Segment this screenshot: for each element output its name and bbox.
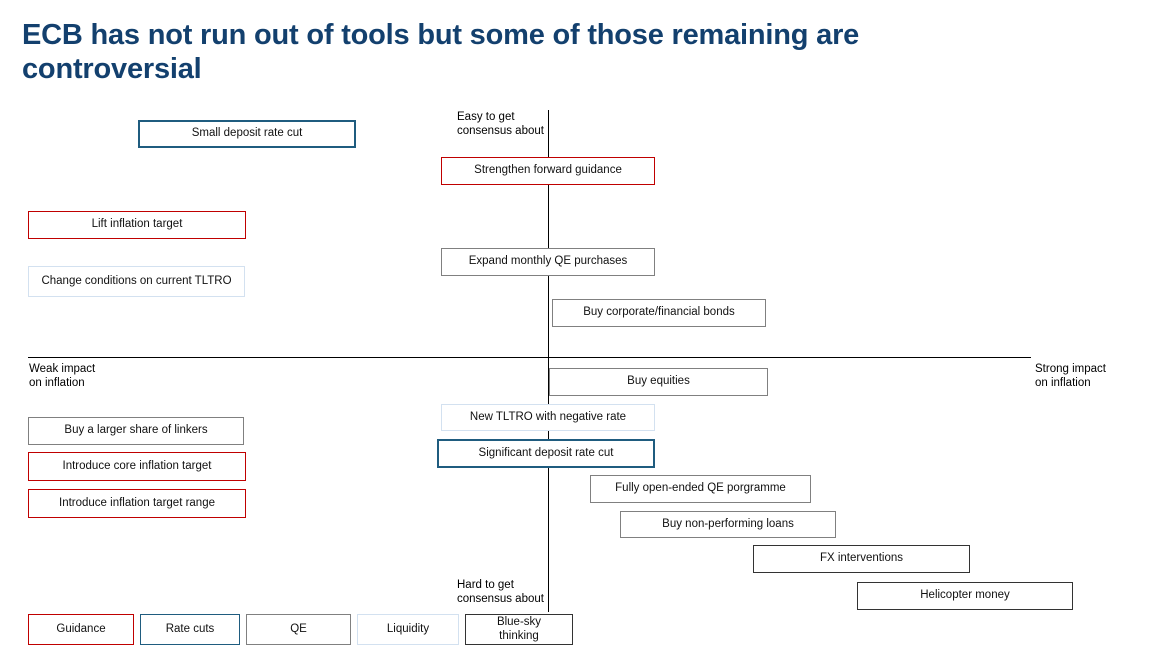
- policy-tool-box: Buy equities: [549, 368, 768, 396]
- policy-tool-box: New TLTRO with negative rate: [441, 404, 655, 431]
- legend-item-guidance: Guidance: [28, 614, 134, 645]
- legend-item-bluesky: Blue-sky thinking: [465, 614, 573, 645]
- legend-item-qe: QE: [246, 614, 351, 645]
- policy-tool-box: Buy a larger share of linkers: [28, 417, 244, 445]
- policy-tool-box: FX interventions: [753, 545, 970, 573]
- policy-tool-box: Fully open-ended QE porgramme: [590, 475, 811, 503]
- policy-tool-box: Helicopter money: [857, 582, 1073, 610]
- policy-tool-box: Small deposit rate cut: [138, 120, 356, 148]
- page-title: ECB has not run out of tools but some of…: [22, 19, 860, 85]
- policy-tool-box: Strengthen forward guidance: [441, 157, 655, 185]
- policy-tool-box: Significant deposit rate cut: [437, 439, 655, 468]
- policy-tool-box: Lift inflation target: [28, 211, 246, 239]
- policy-tool-box: Buy corporate/financial bonds: [552, 299, 766, 327]
- axis-label-easy-consensus: Easy to get consensus about: [457, 111, 544, 137]
- policy-tool-box: Change conditions on current TLTRO: [28, 266, 245, 297]
- vertical-axis-line: [548, 110, 549, 612]
- policy-tool-box: Introduce inflation target range: [28, 489, 246, 518]
- policy-tool-box: Expand monthly QE purchases: [441, 248, 655, 276]
- legend-item-ratecuts: Rate cuts: [140, 614, 240, 645]
- axis-label-hard-consensus: Hard to get consensus about: [457, 579, 544, 605]
- axis-label-strong-impact: Strong impact on inflation: [1035, 363, 1106, 389]
- policy-tool-box: Introduce core inflation target: [28, 452, 246, 481]
- horizontal-axis-line: [28, 357, 1031, 358]
- policy-tool-box: Buy non-performing loans: [620, 511, 836, 538]
- legend-item-liquidity: Liquidity: [357, 614, 459, 645]
- axis-label-weak-impact: Weak impact on inflation: [29, 363, 96, 389]
